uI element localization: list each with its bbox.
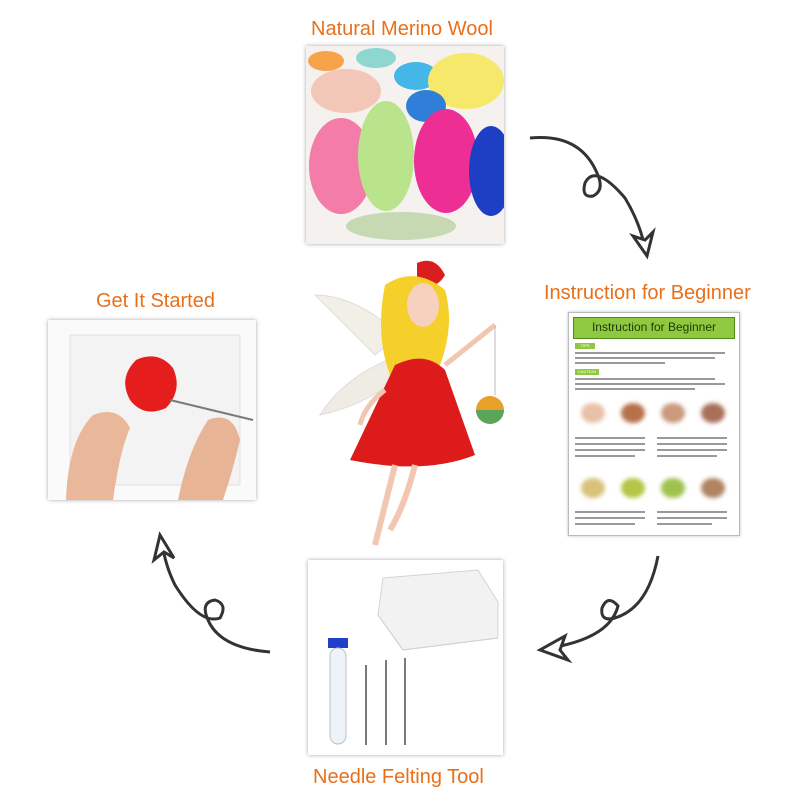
sheet-text-line	[575, 455, 635, 457]
sheet-text-line	[657, 511, 727, 513]
get-it-started-photo	[48, 320, 256, 500]
sheet-text-line	[575, 443, 645, 445]
sheet-text-line	[575, 517, 645, 519]
merino-wool-photo	[306, 46, 504, 244]
step-photo	[621, 403, 645, 423]
step-photo	[661, 478, 685, 498]
sheet-text-line	[575, 378, 715, 380]
sheet-tag-caution: CAUTION	[575, 369, 599, 375]
step-photo	[701, 403, 725, 423]
hands-felting-image	[48, 320, 256, 500]
sheet-text-line	[575, 362, 665, 364]
needle-felting-tool-photo	[308, 560, 503, 755]
sheet-text-line	[575, 449, 645, 451]
sheet-text-line	[657, 455, 717, 457]
sheet-header: Instruction for Beginner	[573, 317, 735, 339]
sheet-text-line	[657, 449, 727, 451]
arrow-bottom-right	[536, 555, 660, 664]
fairy-figure	[313, 260, 504, 546]
label-natural-merino-wool: Natural Merino Wool	[311, 18, 493, 40]
sheet-text-line	[575, 388, 695, 390]
sheet-text-line	[575, 523, 635, 525]
arrow-bottom-left	[151, 531, 271, 654]
sheet-text-line	[657, 443, 727, 445]
felted-fairy-image	[305, 255, 505, 555]
instruction-sheet: Instruction for Beginner TIPS CAUTION	[568, 312, 740, 536]
sheet-text-line	[575, 352, 725, 354]
label-get-it-started: Get It Started	[96, 290, 215, 312]
sheet-text-line	[575, 357, 715, 359]
sheet-text-line	[575, 437, 645, 439]
step-photo	[701, 478, 725, 498]
sheet-text-line	[657, 437, 727, 439]
step-photo	[661, 403, 685, 423]
wool-rovings-image	[306, 46, 504, 244]
sheet-text-line	[575, 383, 725, 385]
foam-and-needles-image	[308, 560, 503, 755]
step-photo	[581, 403, 605, 423]
sheet-tag-tips: TIPS	[575, 343, 595, 349]
sheet-text-line	[657, 517, 727, 519]
sheet-title: Instruction for Beginner	[591, 320, 717, 334]
label-needle-felting-tool: Needle Felting Tool	[313, 766, 484, 788]
step-photo	[581, 478, 605, 498]
step-photo	[621, 478, 645, 498]
sheet-text-line	[657, 523, 712, 525]
label-instruction-for-beginner: Instruction for Beginner	[544, 282, 751, 304]
arrow-top-right	[529, 135, 656, 260]
sheet-text-line	[575, 511, 645, 513]
